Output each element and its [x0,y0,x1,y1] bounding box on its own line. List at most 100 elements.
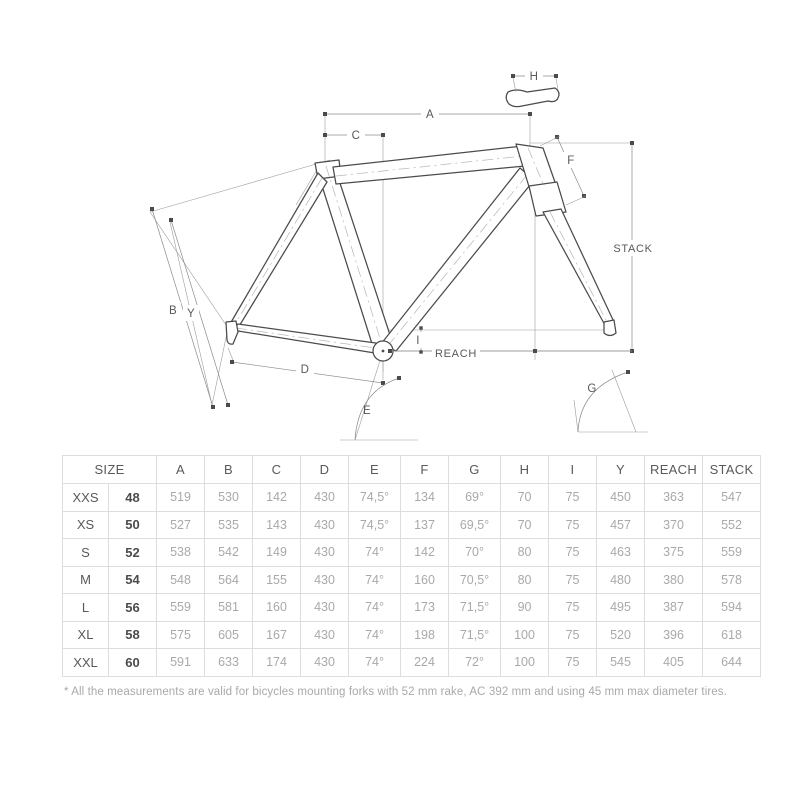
size-number-cell: 54 [107,565,158,594]
size-name-cell: XXL [62,648,109,677]
measurement-cell: 430 [300,593,350,622]
measurement-cell: 74° [348,648,402,677]
column-header-i: I [548,455,598,484]
measurement-cell: 75 [548,565,598,594]
measurement-cell: 552 [702,510,762,539]
size-name-cell: XXS [62,483,109,512]
measurement-cell: 559 [702,538,762,567]
measurement-cell: 70,5° [448,565,502,594]
measurement-cell: 363 [644,483,704,512]
measurement-cell: 548 [156,565,206,594]
measurement-cell: 149 [252,538,302,567]
measurement-cell: 70 [500,510,550,539]
measurement-cell: 69° [448,483,502,512]
measurement-cell: 547 [702,483,762,512]
head-tube-detail-section [505,87,560,108]
measurement-cell: 430 [300,620,350,649]
measurement-cell: 545 [596,648,646,677]
dimension-label-a: A [426,109,434,121]
size-name-cell: M [62,565,109,594]
measurement-cell: 75 [548,593,598,622]
fork-crown [528,181,567,217]
measurement-cell: 80 [500,565,550,594]
measurement-cell: 396 [644,620,704,649]
measurement-cell: 74° [348,565,402,594]
dimension-lines [150,74,634,441]
measurement-cell: 74° [348,593,402,622]
measurement-cell: 142 [400,538,450,567]
seat-tube [316,167,394,351]
measurement-cell: 644 [702,648,762,677]
size-number-cell: 48 [107,483,158,512]
measurement-cell: 618 [702,620,762,649]
column-header-e: E [348,455,402,484]
measurement-cell: 173 [400,593,450,622]
measurement-cell: 578 [702,565,762,594]
measurement-cell: 430 [300,483,350,512]
measurement-cell: 75 [548,538,598,567]
dimension-label-h: H [530,71,539,83]
column-header-b: B [204,455,254,484]
measurement-cell: 71,5° [448,593,502,622]
size-number-cell: 60 [107,648,158,677]
dimension-labels: A C H F STACK REACH I B Y D E [165,68,660,417]
rear-dropout [225,320,239,345]
measurement-cell: 100 [500,620,550,649]
measurement-cell: 75 [548,483,598,512]
geometry-table-container: SIZE A B C D E F G H I Y REACH STACK XXS… [61,455,762,677]
column-header-f: F [400,455,450,484]
measurement-cell: 80 [500,538,550,567]
size-number-cell: 56 [107,593,158,622]
column-header-stack: STACK [702,455,762,484]
measurement-cell: 430 [300,565,350,594]
measurement-cell: 167 [252,620,302,649]
measurement-cell: 134 [400,483,450,512]
measurement-cell: 542 [204,538,254,567]
measurement-cell: 463 [596,538,646,567]
measurement-cell: 520 [596,620,646,649]
fork-blade [542,208,615,328]
measurement-cell: 430 [300,538,350,567]
dimension-label-f: F [567,155,574,167]
frame-tubes [225,87,617,362]
measurement-cell: 450 [596,483,646,512]
dimension-label-y: Y [187,308,195,320]
column-header-y: Y [596,455,646,484]
column-header-size: SIZE [61,455,158,484]
measurement-cell: 143 [252,510,302,539]
dimension-label-e: E [363,405,371,417]
frame-geometry-drawing: A C H F STACK REACH I B Y D E [149,68,660,441]
measurement-cell: 430 [300,510,350,539]
dimension-label-i: I [416,335,420,347]
measurement-cell: 75 [548,648,598,677]
measurement-cell: 174 [252,648,302,677]
measurement-cell: 605 [204,620,254,649]
measurement-cell: 430 [300,648,350,677]
measurement-cell: 527 [156,510,206,539]
size-number-cell: 52 [107,538,158,567]
measurement-cell: 71,5° [448,620,502,649]
measurement-cell: 75 [548,620,598,649]
column-header-d: D [300,455,350,484]
measurement-cell: 142 [252,483,302,512]
dimension-label-b: B [169,305,177,317]
measurement-cell: 74,5° [348,510,402,539]
measurement-cell: 581 [204,593,254,622]
size-name-cell: XS [62,510,109,539]
size-name-cell: XL [62,620,109,649]
geometry-table: SIZE A B C D E F G H I Y REACH STACK XXS… [61,455,762,677]
measurement-cell: 100 [500,648,550,677]
frame-diagram-container: A C H F STACK REACH I B Y D E [149,68,660,441]
table-header-row: SIZE A B C D E F G H I Y REACH STACK [61,455,762,484]
measurement-cell: 90 [500,593,550,622]
size-name-cell: S [62,538,109,567]
measurement-cell: 70 [500,483,550,512]
size-number-cell: 58 [107,620,158,649]
column-header-c: C [252,455,302,484]
measurement-cell: 224 [400,648,450,677]
